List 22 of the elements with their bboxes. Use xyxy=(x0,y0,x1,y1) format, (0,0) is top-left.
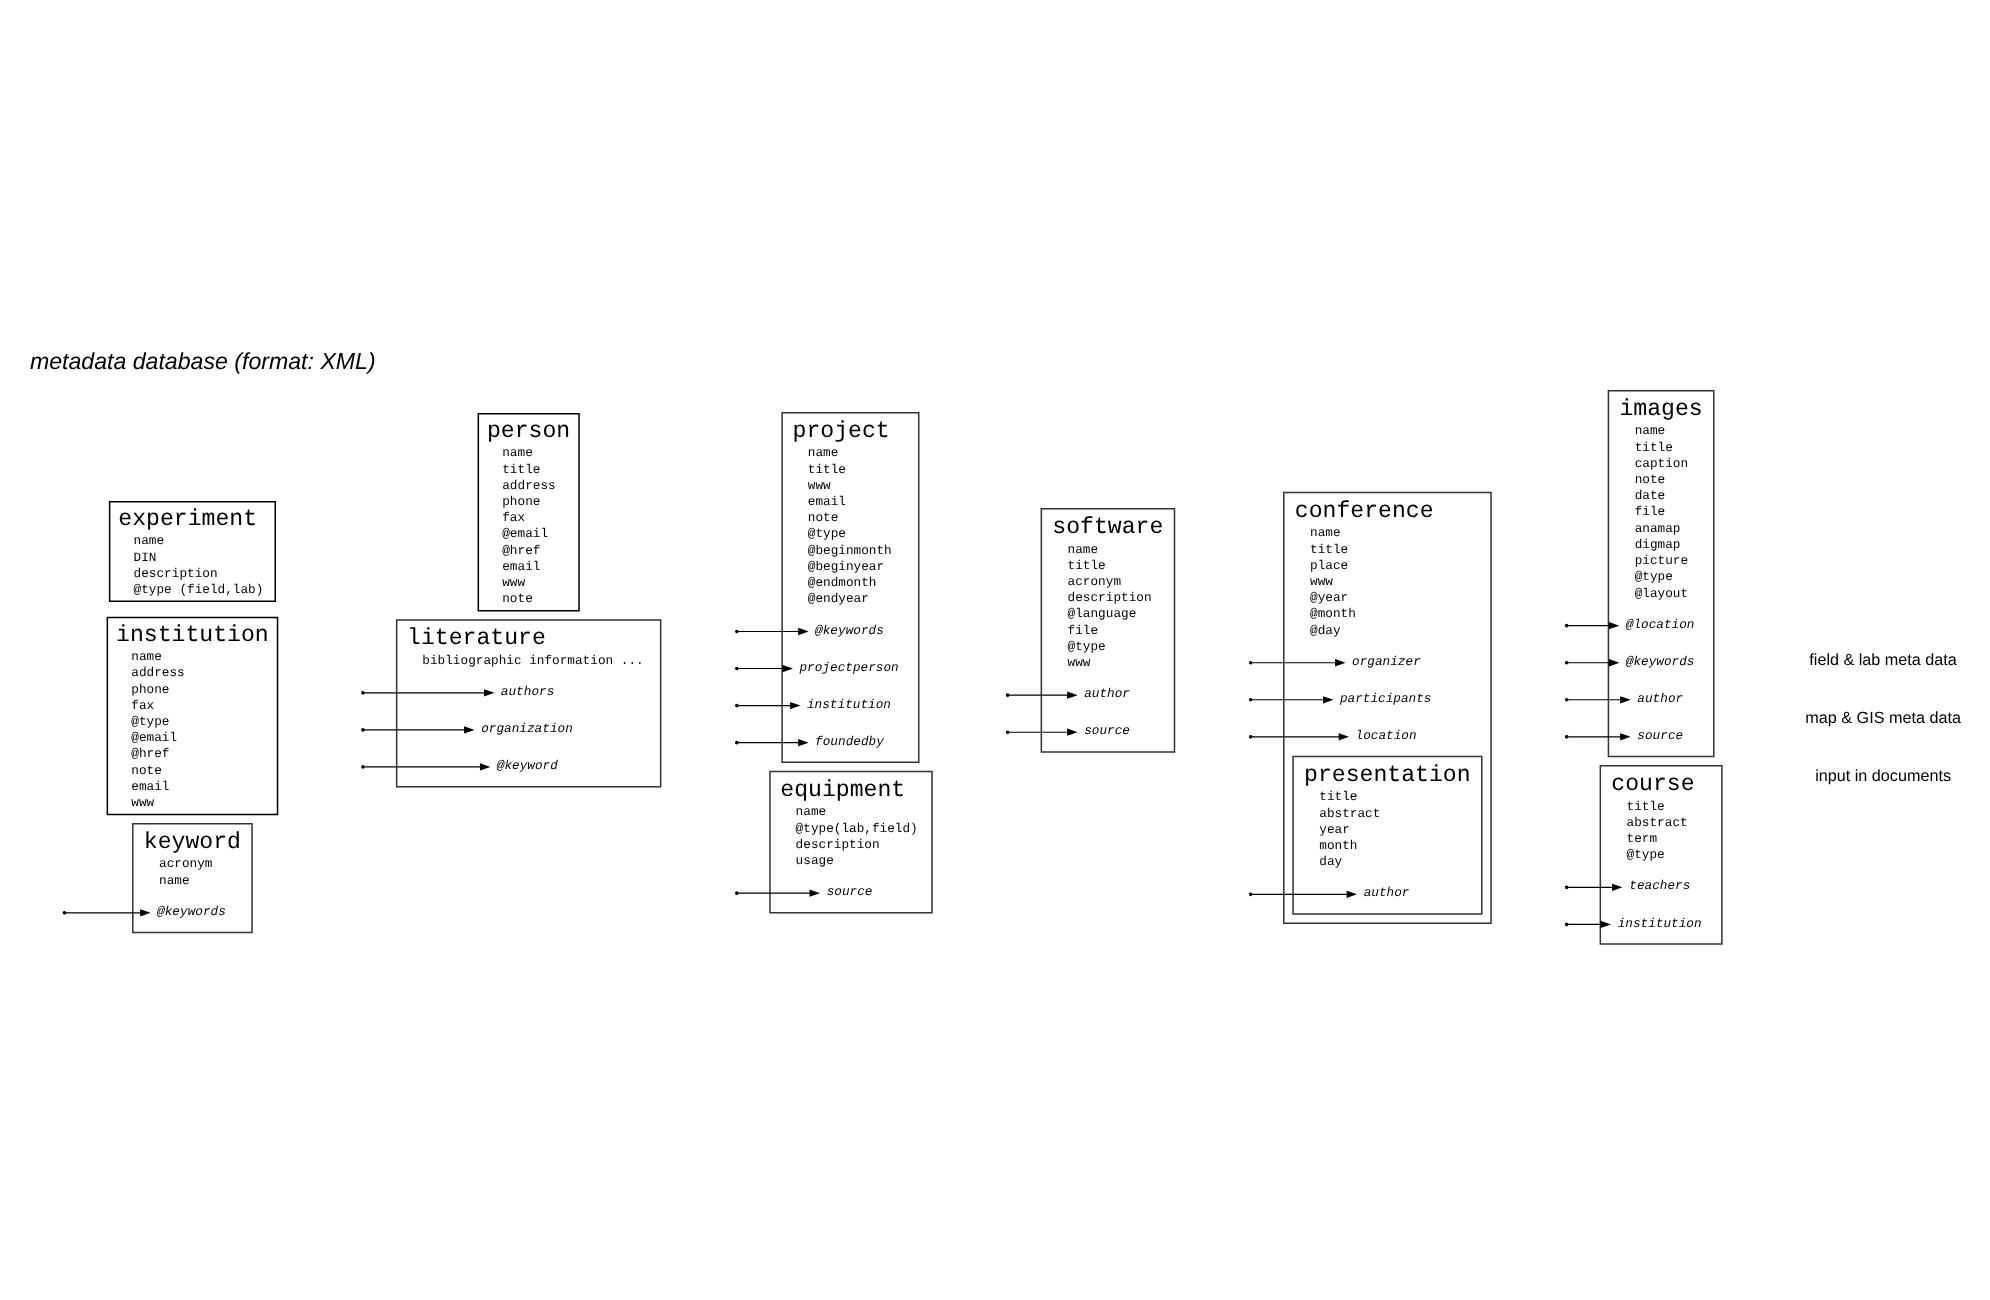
arrow xyxy=(1251,659,1346,667)
diagram-title: metadata database (format: XML) xyxy=(29,350,376,375)
arrow xyxy=(1567,733,1631,741)
arrow xyxy=(1567,659,1620,667)
arrow xyxy=(363,726,475,734)
arrow xyxy=(1251,733,1350,741)
arrow xyxy=(1251,890,1357,898)
arrow xyxy=(1008,728,1078,736)
arrow xyxy=(1567,696,1631,704)
arrow xyxy=(1567,920,1611,929)
arrow xyxy=(737,701,801,710)
arrow xyxy=(363,689,495,697)
arrow xyxy=(363,763,491,771)
arrow xyxy=(737,627,809,636)
arrow xyxy=(1251,696,1334,704)
arrow xyxy=(737,889,820,897)
arrow xyxy=(1567,622,1620,630)
arrow xyxy=(1567,883,1623,892)
arrow xyxy=(737,664,793,673)
arrow xyxy=(1008,691,1078,699)
arrow xyxy=(65,909,151,917)
arrow xyxy=(737,738,809,747)
